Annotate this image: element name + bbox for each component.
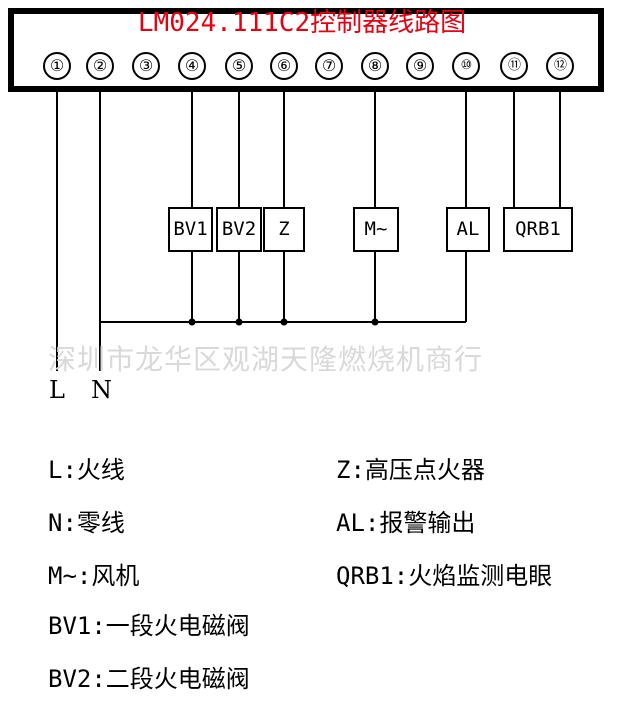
terminal-4: ④ — [178, 52, 206, 80]
legend-bv2: BV2:二段火电磁阀 — [48, 665, 250, 693]
terminal-10: ⑩ — [452, 52, 480, 80]
component-bv2: BV2 — [216, 207, 262, 252]
junction-dot — [188, 318, 196, 326]
controller-frame — [8, 8, 604, 92]
terminal-9: ⑨ — [406, 52, 434, 80]
label-n: N — [91, 376, 112, 404]
legend-n: N:零线 — [48, 509, 125, 537]
junction-dot — [371, 318, 379, 326]
terminal-7: ⑦ — [315, 52, 343, 80]
legend-qrb1: QRB1:火焰监测电眼 — [336, 562, 553, 590]
legend-bv1: BV1:一段火电磁阀 — [48, 612, 250, 640]
component-m: M~ — [353, 207, 399, 252]
legend-l: L:火线 — [48, 456, 125, 484]
component-z: Z — [263, 207, 305, 252]
legend-al: AL:报警输出 — [336, 509, 476, 537]
legend-z: Z:高压点火器 — [336, 456, 485, 484]
watermark: 深圳市龙华区观湖天隆燃烧机商行 — [48, 343, 484, 376]
component-bv1: BV1 — [168, 207, 213, 252]
terminal-2: ② — [86, 52, 114, 80]
terminal-12: ⑫ — [546, 52, 574, 80]
legend-m: M~:风机 — [48, 562, 140, 590]
label-l: L — [49, 376, 65, 404]
terminal-3: ③ — [132, 52, 160, 80]
junction-dot — [280, 318, 288, 326]
diagram-title: LM024.111C2控制器线路图 — [137, 8, 467, 38]
junction-dot — [235, 318, 243, 326]
terminal-5: ⑤ — [225, 52, 253, 80]
terminal-1: ① — [43, 52, 71, 80]
terminal-11: ⑪ — [500, 52, 528, 80]
terminal-6: ⑥ — [270, 52, 298, 80]
terminal-8: ⑧ — [361, 52, 389, 80]
component-qrb1: QRB1 — [503, 207, 573, 252]
component-al: AL — [446, 207, 490, 252]
